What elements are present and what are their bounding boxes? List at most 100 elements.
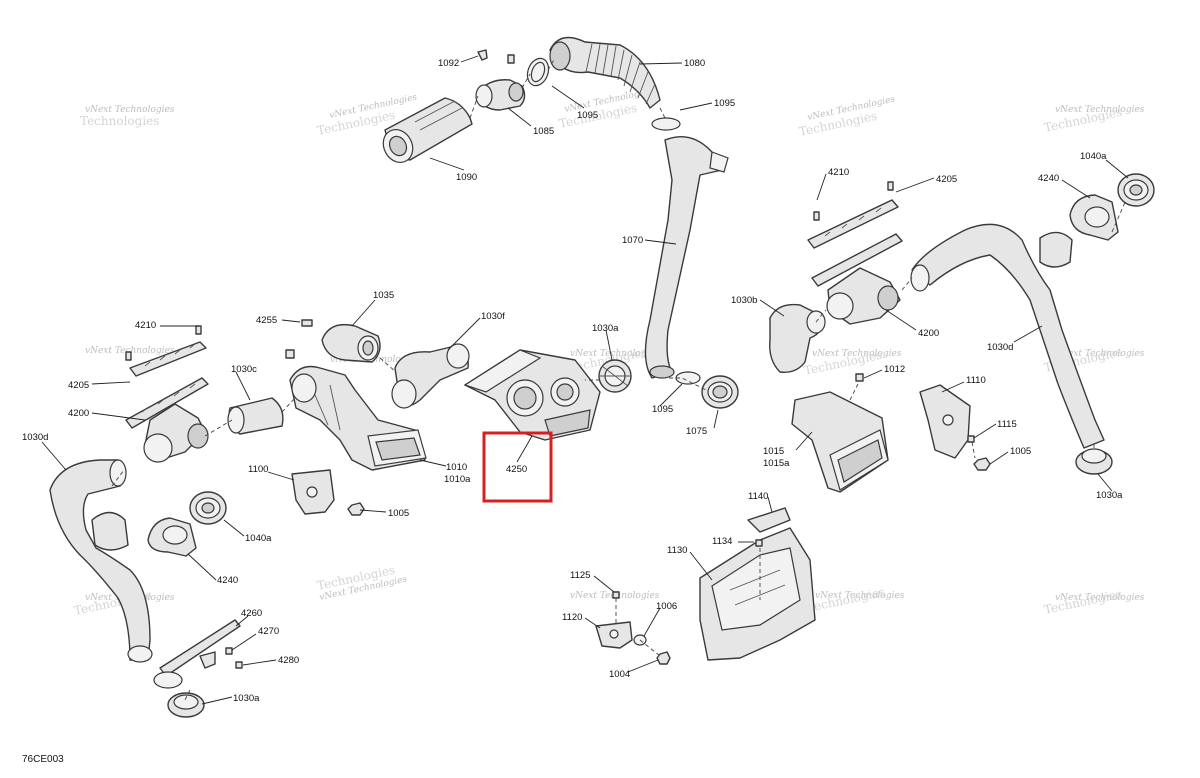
part-label[interactable]: 4205: [68, 380, 89, 391]
part-1100-bracket[interactable]: [291, 469, 335, 515]
screw-1134[interactable]: [755, 539, 763, 547]
part-4210-rail[interactable]: [125, 325, 207, 377]
part-label[interactable]: 1030d: [22, 432, 48, 443]
part-label[interactable]: 1030f: [481, 311, 505, 322]
part-1120-bracket[interactable]: [595, 621, 633, 649]
leader-lines: [41, 55, 1129, 705]
part-label[interactable]: 1092: [438, 58, 459, 69]
part-1005-nut[interactable]: [347, 502, 365, 516]
part-label[interactable]: 1030a: [592, 323, 619, 334]
part-1040a-vent[interactable]: [1117, 173, 1155, 207]
part-label[interactable]: 1006: [656, 601, 677, 612]
part-1015-duct[interactable]: [791, 391, 889, 493]
part-label[interactable]: 4280: [278, 655, 299, 666]
part-4200-housing[interactable]: [826, 267, 901, 325]
part-label-4250[interactable]: 4250: [506, 464, 527, 475]
part-label[interactable]: 1030d: [987, 342, 1013, 353]
part-label[interactable]: 1080: [684, 58, 705, 69]
part-1030d-bent-hose[interactable]: [49, 459, 153, 663]
part-label[interactable]: 1030b: [731, 295, 757, 306]
part-1035-elbow[interactable]: [321, 323, 381, 363]
part-label[interactable]: 1095: [577, 110, 598, 121]
part-label[interactable]: 1095: [652, 404, 673, 415]
part-label[interactable]: 1125: [570, 570, 590, 581]
part-label[interactable]: 1015: [763, 446, 784, 457]
watermark: vNext Technologies: [1055, 349, 1145, 359]
watermark: vNext Technologies: [812, 349, 902, 359]
part-4205-rail[interactable]: [125, 377, 209, 429]
part-1095-clamp[interactable]: [651, 117, 681, 131]
part-label[interactable]: 1035: [373, 290, 394, 301]
part-label[interactable]: 1030a: [1096, 490, 1123, 501]
part-label[interactable]: 1070: [622, 235, 643, 246]
part-label[interactable]: 1005: [388, 508, 409, 519]
part-1085-elbow[interactable]: [475, 79, 526, 111]
part-label[interactable]: 4260: [241, 608, 262, 619]
part-4240-shroud[interactable]: [1069, 194, 1119, 241]
part-1030d-bent-hose[interactable]: [910, 223, 1105, 449]
part-1030c-coupler[interactable]: [227, 397, 284, 435]
part-label[interactable]: 1040a: [245, 533, 272, 544]
watermark: vNext Technologies: [815, 591, 905, 601]
part-1090-air-filter[interactable]: [378, 97, 473, 168]
part-1110-bracket[interactable]: [919, 384, 971, 459]
part-1040a-vent[interactable]: [189, 491, 227, 525]
part-label[interactable]: 1140: [748, 491, 768, 502]
part-label[interactable]: 1030a: [233, 693, 260, 704]
screw-4255[interactable]: [285, 319, 313, 359]
part-label[interactable]: 1120: [562, 612, 582, 623]
screw-1092[interactable]: [477, 49, 515, 64]
part-1004-nut[interactable]: [656, 651, 671, 665]
part-label[interactable]: 4270: [258, 626, 279, 637]
screw-1115[interactable]: [967, 435, 975, 443]
part-label[interactable]: 1015a: [763, 458, 790, 469]
part-1140-clip[interactable]: [747, 507, 791, 533]
part-1030a-grommet[interactable]: [1075, 448, 1113, 475]
part-1070-intake-tube[interactable]: [644, 136, 729, 379]
part-label[interactable]: 4255: [256, 315, 277, 326]
part-4260-bracket[interactable]: [153, 619, 241, 689]
part-label[interactable]: 1012: [884, 364, 905, 375]
part-label[interactable]: 1030c: [231, 364, 257, 375]
part-label[interactable]: 4240: [217, 575, 238, 586]
part-1030a-grommet[interactable]: [167, 692, 205, 718]
part-4210-rail[interactable]: [807, 181, 899, 249]
part-1010-airbox[interactable]: [289, 365, 427, 471]
part-label[interactable]: 4205: [936, 174, 957, 185]
part-label[interactable]: 1004: [609, 669, 630, 680]
part-label[interactable]: 1115: [997, 419, 1017, 430]
part-label[interactable]: 1040a: [1080, 151, 1107, 162]
part-1030f-elbow[interactable]: [391, 343, 470, 409]
part-1075-coupler[interactable]: [701, 375, 739, 409]
part-label[interactable]: 1085: [533, 126, 554, 137]
part-label[interactable]: 1110: [966, 375, 986, 386]
part-label[interactable]: 1075: [686, 426, 707, 437]
part-1030a-grommet[interactable]: [598, 359, 632, 393]
screw-1012[interactable]: [855, 373, 864, 382]
screw-1125[interactable]: [612, 591, 620, 599]
part-label[interactable]: 1010: [446, 462, 467, 473]
part-label[interactable]: 4240: [1038, 173, 1059, 184]
part-label[interactable]: 4200: [918, 328, 939, 339]
part-1095-clamp[interactable]: [524, 55, 552, 88]
part-1080-corrugated-hose[interactable]: [549, 36, 661, 109]
part-label[interactable]: 1095: [714, 98, 735, 109]
part-label[interactable]: 1010a: [444, 474, 471, 485]
part-label[interactable]: 1090: [456, 172, 477, 183]
part-label[interactable]: 4210: [828, 167, 849, 178]
part-4240-shroud[interactable]: [147, 517, 197, 557]
part-4200-housing[interactable]: [143, 403, 209, 463]
part-label[interactable]: 4200: [68, 408, 89, 419]
part-4250-plate[interactable]: [463, 349, 601, 441]
part-1130-tray[interactable]: [699, 527, 816, 661]
part-1005-nut[interactable]: [973, 457, 991, 471]
part-4205-rail[interactable]: [811, 233, 903, 287]
part-label[interactable]: 1130: [667, 545, 687, 556]
highlight-4250[interactable]: 4250: [482, 431, 553, 503]
part-label[interactable]: 4210: [135, 320, 156, 331]
watermarks: vNext Technologies Technologies vNext Te…: [73, 86, 1145, 617]
part-label[interactable]: 1100: [248, 464, 268, 475]
part-label[interactable]: 1005: [1010, 446, 1031, 457]
screw-4270[interactable]: [225, 647, 243, 669]
part-label[interactable]: 1134: [712, 536, 732, 547]
